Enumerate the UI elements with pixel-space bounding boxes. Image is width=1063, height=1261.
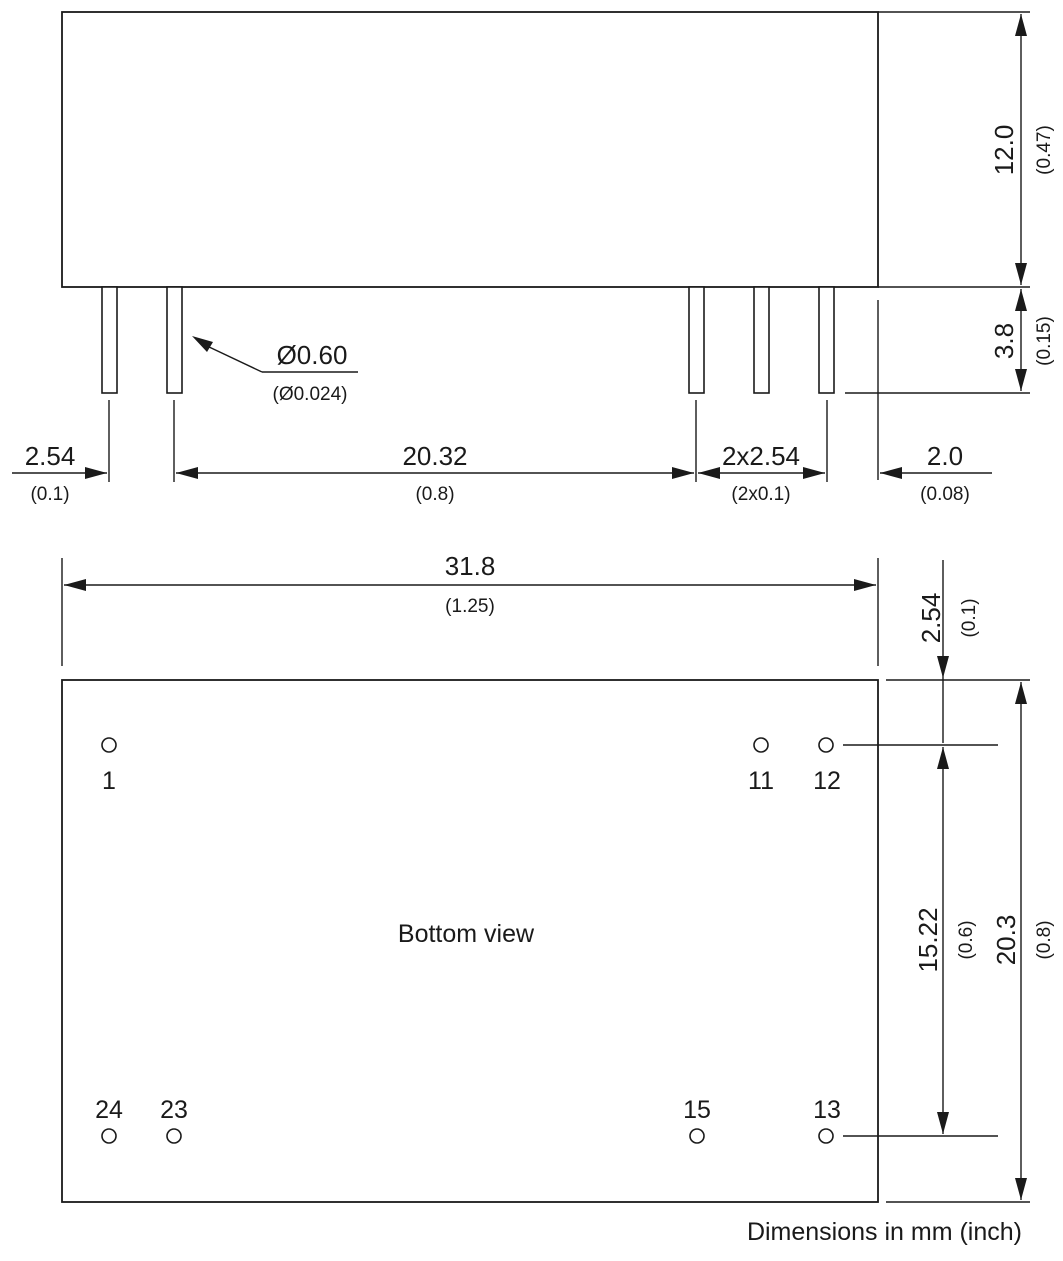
pin-label-23: 23 [160, 1096, 188, 1124]
offset-right-mm: 2.0 [927, 441, 963, 471]
depth-inch: (0.8) [1034, 920, 1055, 959]
pin-row-spacing-inch: (0.6) [956, 920, 977, 959]
offset-left-mm: 2.54 [25, 441, 76, 471]
height-inch: (0.47) [1034, 125, 1055, 175]
depth-arrow-top [1015, 682, 1027, 704]
width-mm: 31.8 [445, 551, 496, 581]
edge-offset-dimension: 2.54 (0.1) [916, 560, 980, 769]
side-view: Ø0.60 (Ø0.024) 12.0 (0.47) 3.8 (0.15) [12, 11, 1055, 505]
pin-hole-23 [166, 1128, 182, 1144]
offset-right-arrow [880, 467, 902, 479]
pin-side-5 [818, 286, 835, 394]
pin-hole-13 [818, 1128, 834, 1144]
pin-hole-24 [101, 1128, 117, 1144]
leader-line [206, 345, 263, 373]
pin-hole-11 [753, 737, 769, 753]
offset-right-inch: (0.08) [920, 484, 970, 505]
pin-length-arrow-bottom [1015, 369, 1027, 391]
pin-diameter-mm: Ø0.60 [277, 340, 348, 370]
pin-length-mm: 3.8 [989, 323, 1019, 359]
height-mm: 12.0 [989, 125, 1019, 176]
width-arrow-right [854, 579, 876, 591]
pin-label-12: 12 [813, 767, 841, 795]
width-arrow-left [64, 579, 86, 591]
pin-pitch-inch: (2x0.1) [731, 484, 790, 505]
pin-span-arrow-right [672, 467, 694, 479]
module-body-bottom [61, 679, 879, 1203]
edge-offset-mm: 2.54 [916, 593, 946, 644]
width-inch: (1.25) [445, 596, 495, 617]
pin-span-arrow-left [176, 467, 198, 479]
units-note: Dimensions in mm (inch) [747, 1218, 1022, 1246]
pin-row-arrow-bottom [937, 1112, 949, 1134]
pin-side-3 [688, 286, 705, 394]
height-arrow-top [1015, 14, 1027, 36]
bottom-view-title: Bottom view [398, 920, 535, 948]
pin-side-2 [166, 286, 183, 394]
pin-side-4 [753, 286, 770, 394]
depth-dimension: 20.3 (0.8) [991, 682, 1055, 1200]
pin-pitch-arrow-left [698, 467, 720, 479]
pin-spacing-dimensions: 2.54 (0.1) 20.32 (0.8) 2x2.54 (2x0.1) 2.… [12, 400, 992, 505]
pin-label-15: 15 [683, 1096, 711, 1124]
edge-offset-arrow-top [937, 656, 949, 678]
depth-mm: 20.3 [991, 915, 1021, 966]
pin-label-24: 24 [95, 1096, 123, 1124]
offset-left-arrow [85, 467, 107, 479]
module-body-side [61, 11, 879, 288]
edge-offset-inch: (0.1) [959, 598, 980, 637]
pin-label-11: 11 [748, 767, 774, 795]
pin-span-inch: (0.8) [415, 484, 454, 505]
bottom-view: 31.8 (1.25) Bottom view 1 11 12 24 23 15… [61, 551, 1055, 1246]
pin-side-1 [101, 286, 118, 394]
pin-hole-15 [689, 1128, 705, 1144]
depth-arrow-bottom [1015, 1178, 1027, 1200]
pin-pitch-mm: 2x2.54 [722, 441, 800, 471]
offset-left-inch: (0.1) [30, 484, 69, 505]
pin-span-mm: 20.32 [402, 441, 467, 471]
pin-label-13: 13 [813, 1096, 841, 1124]
pin-length-arrow-top [1015, 289, 1027, 311]
pin-row-spacing-dimension: 15.22 (0.6) [913, 747, 977, 1134]
pin-pitch-arrow-right [803, 467, 825, 479]
pin-hole-1 [101, 737, 117, 753]
height-arrow-bottom [1015, 263, 1027, 285]
height-dimension: 12.0 (0.47) [989, 14, 1055, 285]
pin-length-inch: (0.15) [1034, 316, 1055, 366]
pin-diameter-callout: Ø0.60 (Ø0.024) [192, 336, 358, 405]
pin-hole-12 [818, 737, 834, 753]
leader-arrowhead [192, 336, 213, 352]
pin-length-dimension: 3.8 (0.15) [989, 289, 1055, 391]
pin-row-spacing-mm: 15.22 [913, 907, 943, 972]
pin-label-1: 1 [102, 767, 116, 795]
width-dimension: 31.8 (1.25) [61, 551, 879, 666]
pin-diameter-inch: (Ø0.024) [273, 384, 348, 405]
